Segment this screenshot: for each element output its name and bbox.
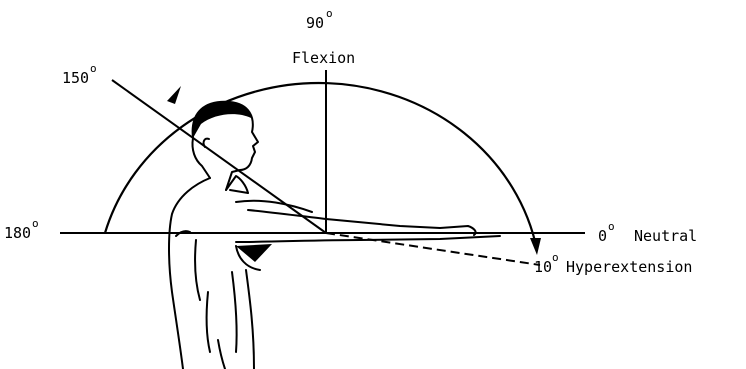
label-neutral-text: Neutral [634,227,697,245]
label-neutral-value: 0 [598,227,607,245]
label-150: 150 o [62,62,97,87]
label-90: 90 o [306,7,333,32]
label-neutral-degree: o [608,220,615,233]
label-neutral: 0 o Neutral [598,220,697,245]
label-150-value: 150 [62,69,89,87]
diagonal-150-line [111,79,327,234]
label-90-value: 90 [306,14,324,32]
person-figure [168,100,501,369]
label-hyperextension-degree: o [552,251,559,264]
arc-arrowhead-150 [167,86,181,104]
label-90-degree: o [326,7,333,20]
label-180-value: 180 [4,224,31,242]
label-180: 180 o [4,217,39,242]
hyperextension-dashed-line [325,232,541,266]
range-of-motion-arc [103,81,539,251]
label-hyperextension-text: Hyperextension [566,258,692,276]
label-hyperextension: 10 o Hyperextension [534,251,692,276]
label-flexion: Flexion [292,49,355,67]
label-150-degree: o [90,62,97,75]
arc-arrowhead-neutral [530,238,541,255]
label-hyperextension-value: 10 [534,258,552,276]
label-180-degree: o [32,217,39,230]
